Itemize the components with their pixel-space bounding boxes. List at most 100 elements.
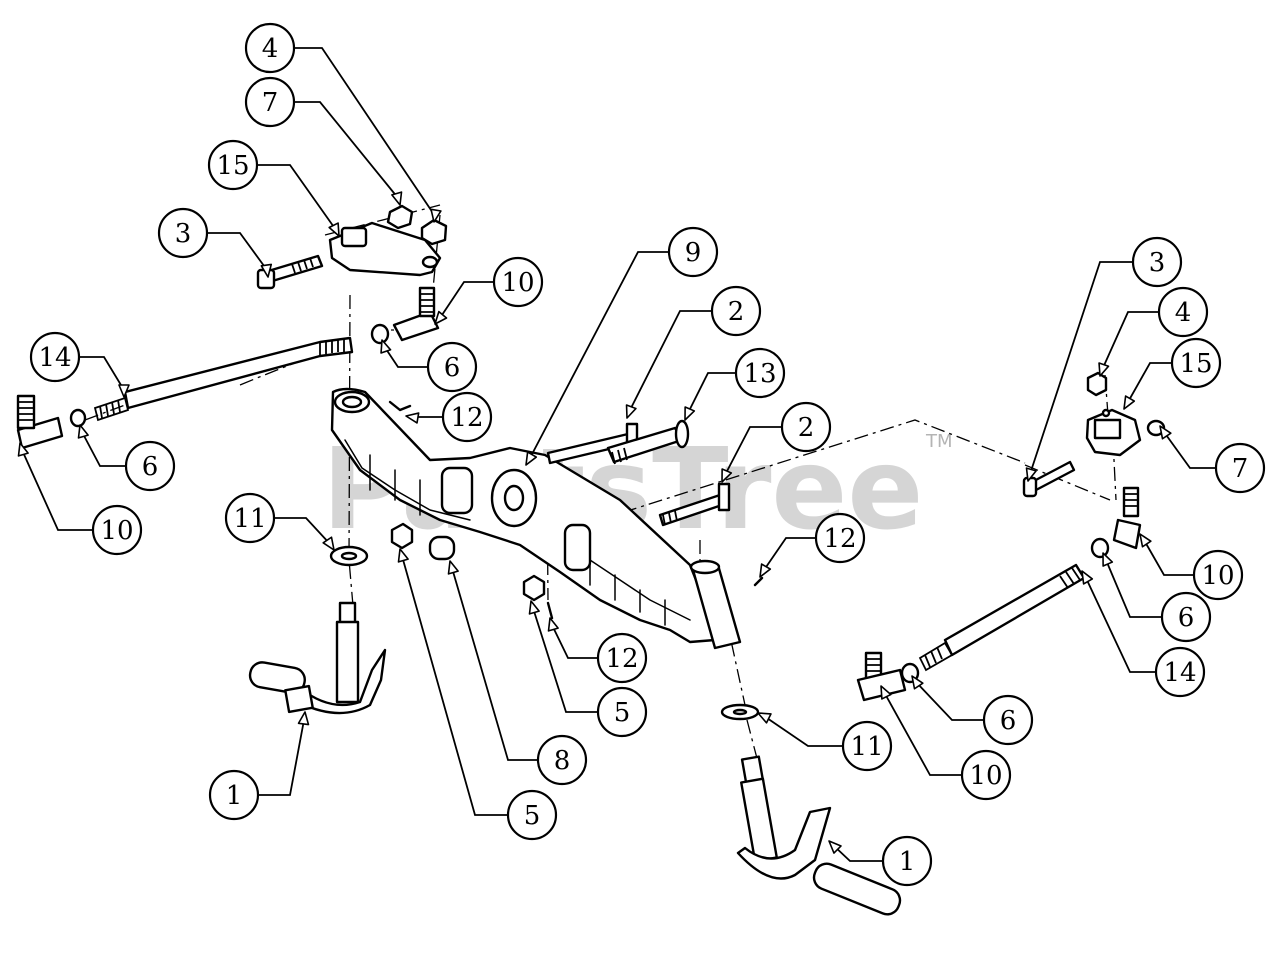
callout-3: 3: [1025, 236, 1183, 482]
callout-arrowhead: [757, 712, 772, 724]
callout-arrowhead: [391, 191, 403, 206]
callout-circle: [814, 512, 866, 564]
callout-arrowhead: [118, 384, 130, 398]
jam-nut-upper: [370, 323, 390, 345]
callout-number: 10: [100, 516, 133, 546]
callout-leader-line: [1029, 261, 1133, 475]
front-axle: [330, 387, 742, 650]
callout-10: 10: [434, 256, 544, 325]
callout-arrowhead: [1081, 570, 1094, 585]
callout-14: 14: [29, 331, 130, 398]
callout-arrowhead: [911, 675, 924, 690]
callout-number: 2: [728, 297, 745, 327]
callout-arrowhead: [759, 563, 772, 578]
callout-number: 3: [1149, 248, 1166, 278]
callout-circle: [982, 694, 1034, 746]
callout-number: 9: [685, 238, 702, 268]
callout-4: 4: [1098, 286, 1209, 377]
callout-5: 5: [397, 548, 558, 841]
callout-number: 10: [969, 761, 1002, 791]
callout-15: 15: [207, 139, 340, 237]
callout-number: 15: [216, 151, 249, 181]
callout-arrowhead: [322, 536, 335, 551]
callout-arrowhead: [525, 451, 538, 466]
nut-axle-left: [390, 522, 414, 550]
callout-number: 15: [1179, 349, 1212, 379]
callout-circle: [506, 789, 558, 841]
callout-number: 4: [262, 34, 279, 64]
callout-circle: [710, 285, 762, 337]
callout-circle: [536, 734, 588, 786]
thrust-washer-left: [329, 545, 369, 567]
callout-leader-line: [79, 356, 125, 391]
callout-number: 11: [850, 732, 883, 762]
callout-10: 10: [880, 685, 1012, 801]
callout-arrowhead: [260, 263, 273, 278]
callout-11: 11: [757, 712, 893, 772]
callout-leader-line: [763, 537, 816, 571]
callout-circle: [244, 76, 296, 128]
axle-bolt-lower: [658, 482, 731, 527]
callout-arrowhead: [625, 404, 637, 419]
callout-circle: [244, 22, 296, 74]
callout-1: 1: [828, 835, 933, 887]
callout-leader-line: [258, 719, 305, 796]
callout-leader-line: [21, 449, 93, 531]
callout-circle: [157, 207, 209, 259]
callout-arrowhead: [1098, 362, 1110, 377]
pitman-arm-left: [328, 221, 442, 277]
callout-10: 10: [1139, 533, 1244, 601]
callout-leader-line: [529, 251, 669, 459]
callout-number: 6: [444, 353, 461, 383]
tie-rod-end-left: [16, 394, 64, 450]
callout-number: 12: [605, 644, 638, 674]
bolt-left: [256, 254, 324, 290]
callout-2: 2: [721, 401, 832, 483]
callout-14: 14: [1081, 570, 1206, 698]
callout-circle: [426, 341, 478, 393]
callout-circle: [1157, 286, 1209, 338]
callout-circle: [841, 720, 893, 772]
callout-arrowhead: [405, 412, 420, 424]
callout-4: 4: [244, 22, 442, 223]
callout-number: 3: [175, 219, 192, 249]
callout-circle: [667, 226, 719, 278]
callout-circle: [441, 391, 493, 443]
callout-arrowhead: [1025, 467, 1037, 482]
callout-arrowhead: [721, 468, 733, 483]
callout-8: 8: [447, 560, 588, 786]
callout-circle: [596, 632, 648, 684]
callout-arrowhead: [328, 222, 340, 237]
callout-number: 8: [554, 746, 571, 776]
callout-circle: [960, 749, 1012, 801]
callout-leader-line: [383, 345, 428, 368]
callout-arrowhead: [684, 406, 696, 421]
flange-nut-right: [1086, 371, 1108, 397]
callout-12: 12: [547, 617, 648, 684]
callout-number: 1: [226, 781, 243, 811]
callout-number: 10: [501, 268, 534, 298]
callout-arrowhead: [447, 560, 459, 575]
callout-number: 1: [899, 847, 916, 877]
callout-9: 9: [525, 226, 719, 466]
callout-circle: [1154, 646, 1206, 698]
spindle-left: [248, 601, 387, 715]
bolt-right: [1022, 460, 1076, 498]
callout-leader-line: [1101, 311, 1159, 371]
watermark-trademark: TM: [925, 431, 953, 452]
callout-leader-line: [551, 624, 598, 659]
callout-circle: [780, 401, 832, 453]
callout-circle: [124, 440, 176, 492]
callout-leader-line: [401, 555, 508, 816]
callout-leader-line: [1085, 577, 1156, 673]
tie-rod-end-upper: [392, 286, 440, 342]
callout-circle: [91, 504, 143, 556]
callout-number: 7: [262, 88, 279, 118]
pitman-arm-right: [1085, 408, 1142, 457]
callout-arrowhead: [1102, 552, 1114, 567]
callout-leader-line: [1163, 431, 1216, 469]
callout-leader-line: [687, 372, 736, 414]
callout-leader-line: [832, 844, 883, 862]
callout-arrowhead: [77, 424, 89, 439]
